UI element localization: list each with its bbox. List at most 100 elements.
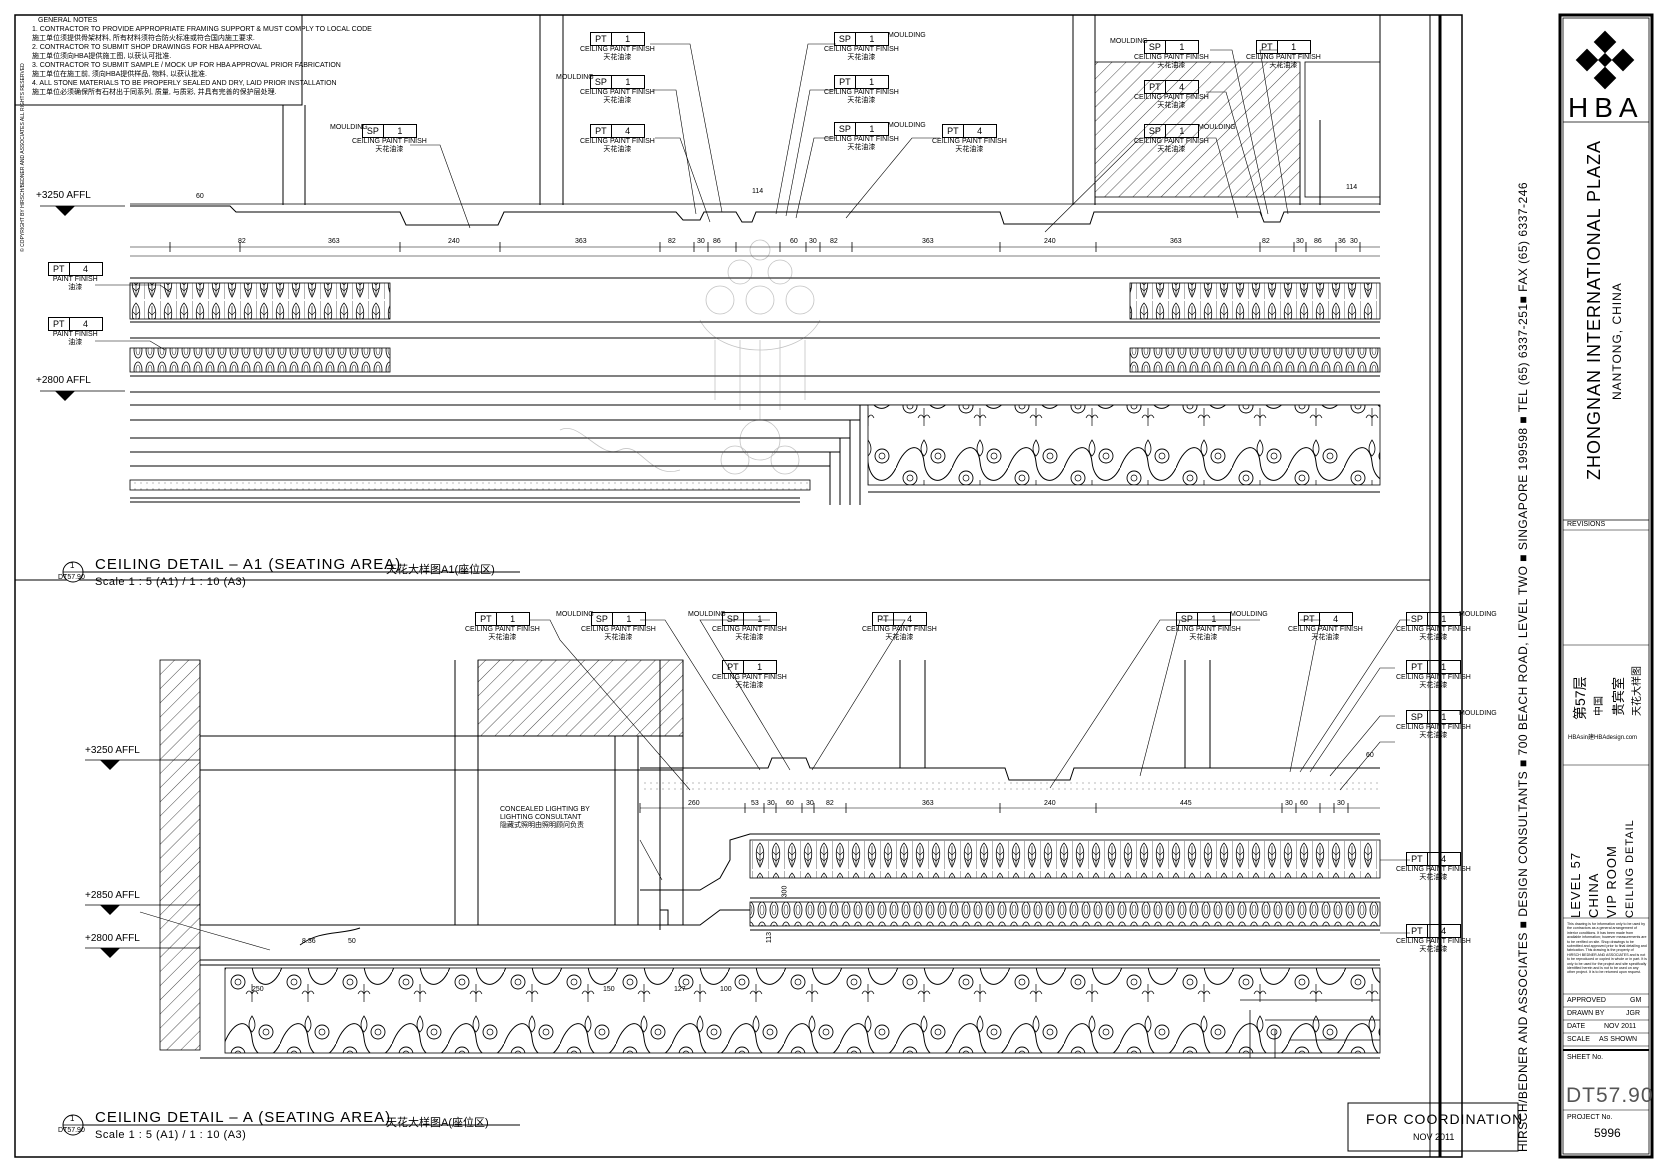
- dim-bottom: 30: [1337, 800, 1345, 807]
- project-name: ZHONGNAN INTERNATIONAL PLAZA: [1584, 139, 1604, 480]
- dim-misc: 50: [348, 938, 356, 945]
- dim-top: 363: [328, 238, 340, 245]
- cn-country: 中国: [1594, 696, 1605, 716]
- dim-bottom: 30: [767, 800, 775, 807]
- dim-misc: 8.36: [302, 938, 316, 945]
- moulding-label: MOULDING: [888, 122, 926, 129]
- date-value: NOV 2011: [1604, 1023, 1637, 1030]
- date-label: DATE: [1567, 1023, 1586, 1030]
- note-line: 施工单位须提供骨架材料, 所有材料须符合防火标准或符合国内施工要求.: [32, 35, 255, 42]
- en-room: VIP ROOM: [1604, 845, 1619, 918]
- project-location: NANTONG, CHINA: [1610, 282, 1624, 400]
- note-line: 2. CONTRACTOR TO SUBMIT SHOP DRAWINGS FO…: [32, 44, 263, 51]
- detail-sheet-ref: DT57.90: [58, 1127, 85, 1134]
- dim-bottom: 53: [751, 800, 759, 807]
- note-line: 施工单位在施工前, 须向HBA提供样品, 物料, 以获认批准.: [32, 71, 208, 78]
- moulding-label: MOULDING: [1459, 710, 1497, 717]
- dim-misc: 250: [252, 986, 264, 993]
- dim-bottom: 82: [826, 800, 834, 807]
- moulding-label: MOULDING: [556, 74, 594, 81]
- dim-bottom: 60: [786, 800, 794, 807]
- dim-bottom: 60: [1300, 800, 1308, 807]
- dim-top: 82: [668, 238, 676, 245]
- dim-top: 363: [922, 238, 934, 245]
- project-number: 5996: [1594, 1126, 1621, 1140]
- copyright-note: © COPYRIGHT BY HIRSCH/BEDNER AND ASSOCIA…: [20, 63, 26, 252]
- level-2850-bottom: +2850 AFFL: [85, 890, 140, 901]
- drawn-label: DRAWN BY: [1567, 1010, 1605, 1017]
- dim-bottom: 363: [922, 800, 934, 807]
- dim-top: 36: [1338, 238, 1346, 245]
- dim-top: 60: [790, 238, 798, 245]
- scale-value: AS SHOWN: [1599, 1036, 1638, 1043]
- approved-value: GM: [1630, 997, 1642, 1004]
- en-level: LEVEL 57: [1568, 851, 1583, 918]
- note-line: 3. CONTRACTOR TO SUBMIT SAMPLE / MOCK UP…: [32, 62, 341, 69]
- detail-number: 1: [70, 1114, 75, 1123]
- detail-title: CEILING DETAIL – A1 (SEATING AREA): [95, 556, 402, 573]
- dim-top: 30: [697, 238, 705, 245]
- coordination-label: FOR COORDINATION: [1366, 1111, 1524, 1127]
- dim-top: 82: [238, 238, 246, 245]
- firm-email: HBAsin建HBAdesign.com: [1568, 735, 1638, 741]
- moulding-label: MOULDING: [1110, 38, 1148, 45]
- dim-top: 363: [575, 238, 587, 245]
- hba-logo-mark: [1575, 30, 1635, 90]
- detail-sheet-ref: DT57.90: [58, 574, 85, 581]
- note-line: 施工单位必须确保所有石材出于同系列, 质量, 与质彩, 并具有完善的保护层处理.: [32, 89, 277, 96]
- moulding-label: MOULDING: [1230, 611, 1268, 618]
- moulding-label: MOULDING: [330, 124, 368, 131]
- dim-misc: 300: [781, 885, 789, 898]
- concealed-lighting-note: CONCEALED LIGHTING BY LIGHTING CONSULTAN…: [500, 806, 590, 829]
- dim-top: 30: [1296, 238, 1304, 245]
- cn-room: 贵宾室: [1611, 676, 1626, 716]
- dim-top: 240: [1044, 238, 1056, 245]
- scale-label: SCALE: [1567, 1036, 1590, 1043]
- firm-address-strip: HIRSCH/BEDNER AND ASSOCIATES ■ DESIGN CO…: [1516, 181, 1530, 1152]
- level-2800-bottom: +2800 AFFL: [85, 933, 140, 944]
- dim-top: 30: [809, 238, 817, 245]
- note-line: 1. CONTRACTOR TO PROVIDE APPROPRIATE FRA…: [32, 26, 372, 33]
- en-detail: CEILING DETAIL: [1624, 819, 1636, 918]
- drawn-value: JGR: [1626, 1010, 1640, 1017]
- dim-top: 86: [713, 238, 721, 245]
- sheet-number-label: SHEET No.: [1567, 1054, 1604, 1061]
- moulding-label: MOULDING: [688, 611, 726, 618]
- cn-detail: 天花大样图: [1632, 666, 1643, 716]
- disclaimer-text: This drawing is for information only to …: [1567, 922, 1647, 975]
- dim-bottom: 445: [1180, 800, 1192, 807]
- note-line: 施工单位须向HBA提供施工图, 以获认可批准.: [32, 53, 172, 60]
- level-3250-top: +3250 AFFL: [36, 190, 91, 201]
- dim-bottom: 30: [1285, 800, 1293, 807]
- moulding-label: MOULDING: [1198, 124, 1236, 131]
- approved-label: APPROVED: [1567, 997, 1606, 1004]
- project-number-label: PROJECT No.: [1567, 1114, 1613, 1121]
- note-line: 4. ALL STONE MATERIALS TO BE PROPERLY SE…: [32, 80, 337, 87]
- detail-number: 1: [70, 561, 75, 570]
- detail-title-cn: 天花大样图A(座位区): [386, 1117, 489, 1129]
- en-country: CHINA: [1586, 872, 1601, 918]
